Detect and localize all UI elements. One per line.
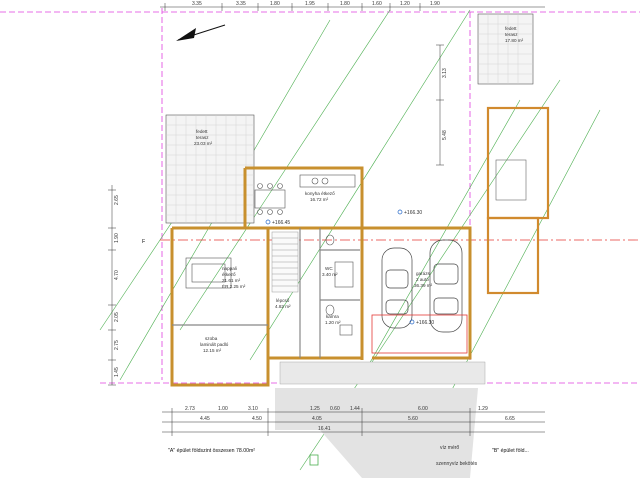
dim-right-0: 3.13 [442, 68, 448, 78]
pantry-label: kamra [326, 314, 339, 319]
dim-top-5: 1.60 [372, 1, 382, 7]
top-dimension-labels: 3.35 3.35 1.80 1.95 1.80 1.60 1.20 1.90 [192, 1, 440, 7]
dim-left-0: 2.65 [114, 195, 120, 205]
pantry-area: 1.20 m² [325, 320, 341, 325]
dim-left-1: 1.90 [114, 233, 120, 243]
living-area: 21.61 m² [222, 278, 241, 283]
utility-marker-icon [309, 454, 319, 466]
dim-left-3: 2.05 [114, 312, 120, 322]
dim-top-1: 3.35 [236, 1, 246, 7]
dim-top-2: 1.80 [270, 1, 280, 7]
terrace-left-label-1: fedett [196, 129, 208, 134]
car-icon-right [429, 239, 463, 333]
kitchen-label: konyha étkező [305, 191, 335, 196]
garage-area: 36.39 m² [414, 283, 433, 288]
dim-bottom-1-6: 6.00 [418, 406, 428, 412]
paved-area [275, 361, 486, 478]
level-marker-3: +166.30 [416, 320, 434, 326]
dim-top-3: 1.95 [305, 1, 315, 7]
kitchen-counter-icon [299, 174, 356, 188]
dim-top-4: 1.80 [340, 1, 350, 7]
dim-bottom-total: 16.41 [318, 426, 331, 432]
bedroom-label: szoba [205, 336, 218, 341]
sewage-connection-label: szennyvíz bekötés [436, 461, 478, 467]
dim-left-4: 2.75 [114, 340, 120, 350]
level-marker-1: +166.45 [272, 220, 290, 226]
kitchen-table-icon [254, 183, 286, 215]
dim-left-2: 4.70 [114, 270, 120, 280]
level-marker-2: +166.30 [404, 210, 422, 216]
wc-area: 3.40 m² [322, 272, 338, 277]
house-a-walls [170, 166, 472, 387]
dim-left-5: 1.45 [114, 367, 120, 377]
water-meter-label: víz mérő [440, 445, 459, 451]
dim-bottom-2-4: 6.65 [505, 416, 515, 422]
dim-right-1: 5.48 [442, 130, 448, 140]
stairs [271, 231, 299, 293]
dim-top-6: 1.20 [400, 1, 410, 7]
bottom-dimension-labels-row2: 4.45 4.50 4.05 5.60 6.65 [200, 416, 515, 422]
dim-top-7: 1.90 [430, 1, 440, 7]
terrace-right-area: 17.80 m² [505, 38, 524, 43]
car-icon-left [381, 247, 413, 329]
dim-bottom-1-7: 1.29 [478, 406, 488, 412]
bedroom-area: 12.15 m² [203, 348, 222, 353]
garage-label: garázs [416, 271, 430, 276]
left-dimension-line [108, 185, 116, 386]
building-b-total: "B" épület föld... [492, 448, 529, 454]
dim-bottom-1-3: 1.25 [310, 406, 320, 412]
dim-bottom-1-0: 2.73 [185, 406, 195, 412]
dim-bottom-1-5: 1.44 [350, 406, 360, 412]
stairs-area: 4.82 m² [275, 304, 291, 309]
dim-top-0: 3.35 [192, 1, 202, 7]
garage-cars: 2 autó [416, 277, 429, 282]
dim-bottom-1-1: 1.00 [218, 406, 228, 412]
north-arrow-icon [176, 24, 226, 41]
bottom-dimension-lines [162, 408, 545, 436]
terrace-right-label-1: fedett [505, 26, 517, 31]
living-area-2: ÉR 2.25 m² [222, 283, 246, 289]
garage-door-red-markers [371, 314, 468, 354]
bottom-dimension-labels-row1: 2.73 1.00 3.10 1.25 0.60 1.44 6.00 1.29 [185, 406, 488, 412]
left-dimension-labels: 2.65 1.90 4.70 2.05 2.75 1.45 [114, 195, 120, 377]
bedroom-floor: laminált padló [200, 342, 229, 347]
level-markers: +166.45 +166.30 +166.30 [265, 209, 434, 326]
living-label-1: nappali [222, 266, 237, 271]
terrace-right: fedett terasz 17.80 m² [477, 13, 534, 85]
interior-walls [172, 228, 360, 358]
sofa-icon [185, 257, 232, 289]
bathroom-fixtures [325, 234, 354, 336]
right-dimension-line [436, 44, 444, 166]
dim-bottom-2-2: 4.05 [312, 416, 322, 422]
living-label-2: étkező [222, 272, 236, 277]
building-a-total: "A" épület földszint összesen 78.00m² [168, 448, 255, 454]
terrace-left: fedett terasz 23.03 m² [165, 114, 255, 224]
building-b-partial [486, 106, 550, 295]
dim-bottom-2-0: 4.45 [200, 416, 210, 422]
dim-bottom-2-1: 4.50 [252, 416, 262, 422]
terrace-left-area: 23.03 m² [194, 141, 213, 146]
terrace-right-label-2: terasz [505, 32, 518, 37]
dim-bottom-1-4: 0.60 [330, 406, 340, 412]
stairs-label: lépcső [276, 298, 290, 303]
dim-bottom-1-2: 3.10 [248, 406, 258, 412]
axis-label: F [142, 239, 145, 245]
top-dimension-line [160, 3, 545, 11]
terrace-left-label-2: terasz [196, 135, 209, 140]
wc-label: WC [325, 266, 333, 271]
kitchen-area: 16.72 m² [310, 197, 329, 202]
dim-bottom-2-3: 5.60 [408, 416, 418, 422]
